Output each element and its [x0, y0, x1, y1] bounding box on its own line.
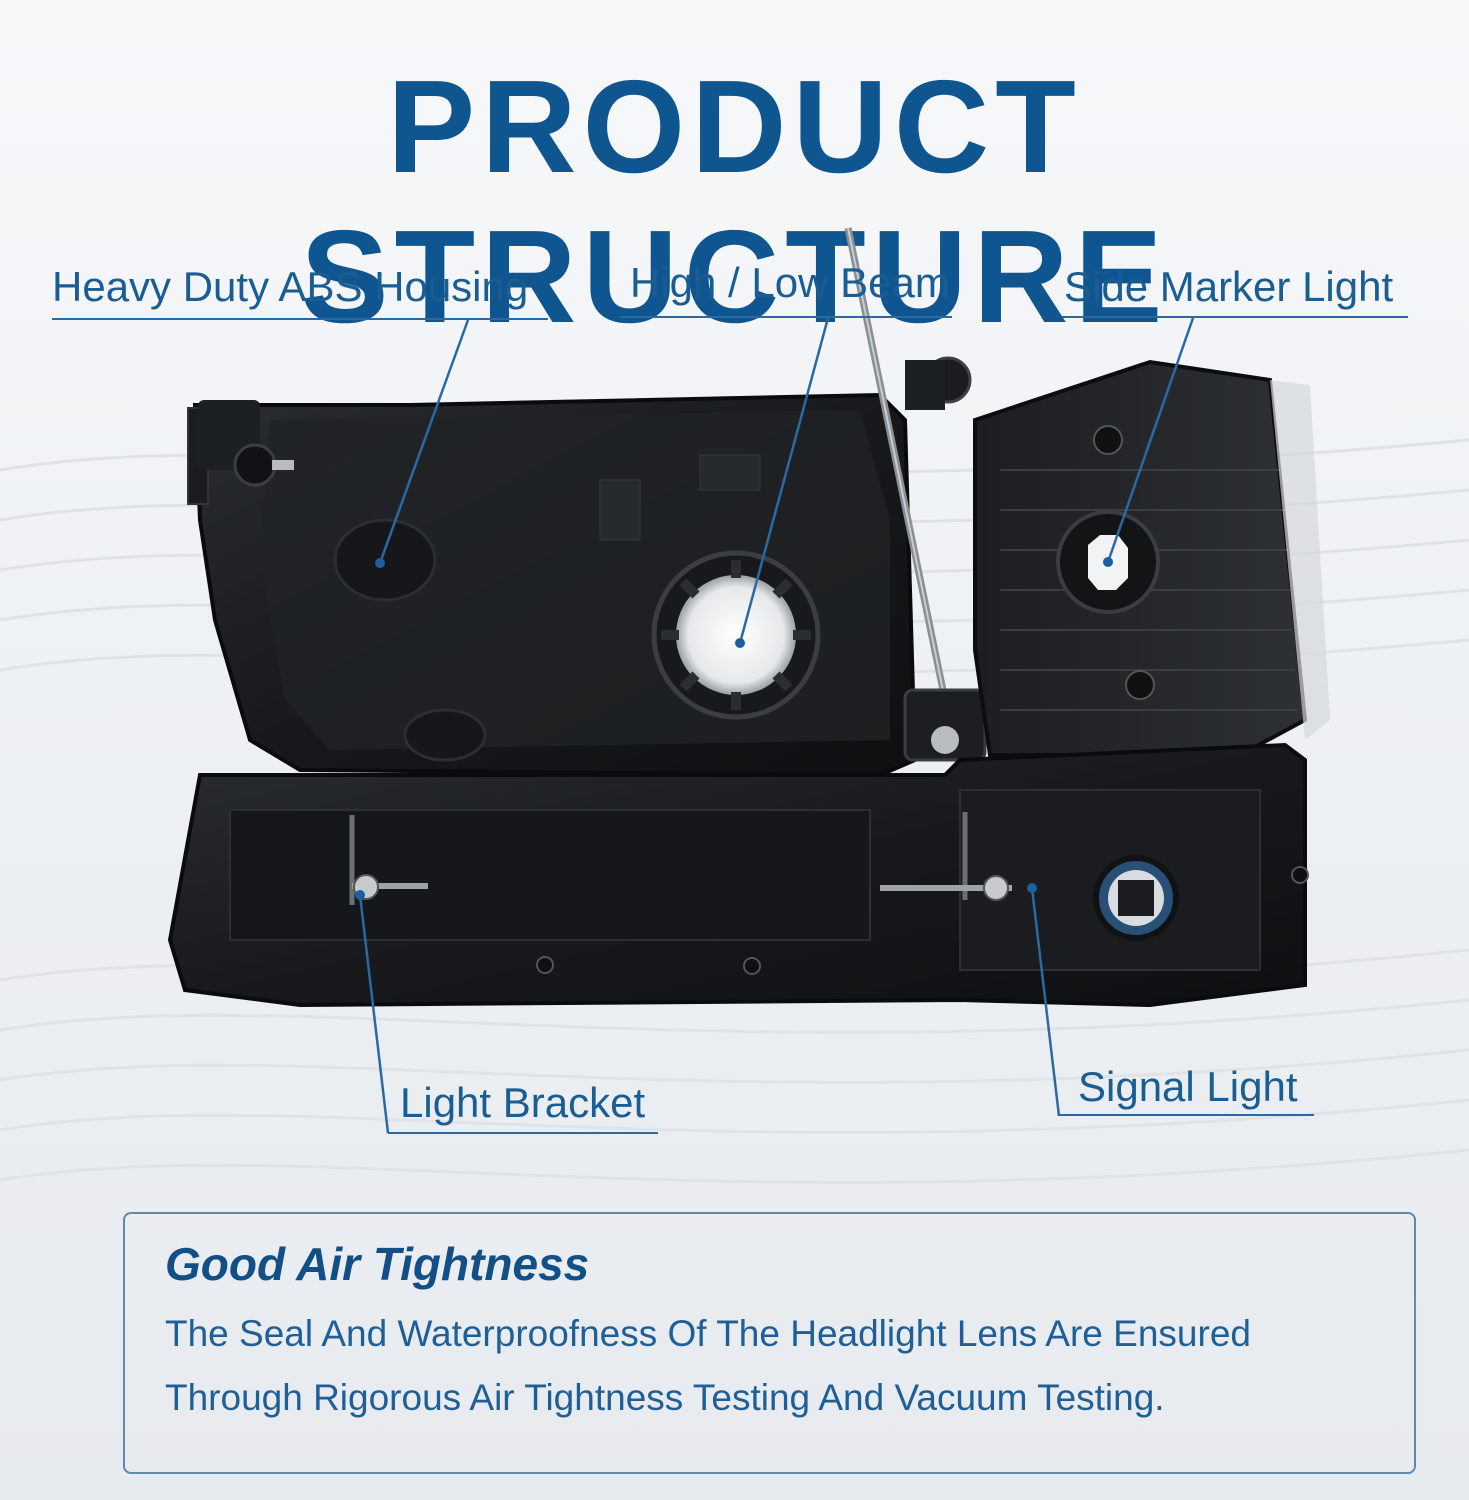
- label-light-bracket: Light Bracket: [400, 1079, 646, 1126]
- side-marker-unit: [973, 359, 1330, 757]
- label-underline-side-marker: [1062, 316, 1408, 318]
- label-heavy-duty-abs-housing: Heavy Duty ABS Housing: [52, 263, 529, 310]
- lower-signal-housing: [167, 742, 1309, 1008]
- label-underline-housing: [52, 318, 548, 320]
- feature-description: The Seal And Waterproofness Of The Headl…: [165, 1313, 1251, 1418]
- feature-heading: Good Air Tightness: [165, 1238, 590, 1290]
- label-high-low-beam: High / Low Beam: [630, 259, 950, 306]
- label-underline-signal: [1059, 1114, 1314, 1116]
- feature-box: Good Air Tightness The Seal And Waterpro…: [123, 1212, 1416, 1474]
- label-side-marker-light: Side Marker Light: [1064, 263, 1394, 310]
- label-underline-bracket: [388, 1132, 658, 1134]
- label-underline-beam: [620, 316, 952, 318]
- adjuster-rod: [844, 227, 987, 762]
- label-signal-light: Signal Light: [1078, 1063, 1298, 1110]
- main-housing: [187, 356, 972, 778]
